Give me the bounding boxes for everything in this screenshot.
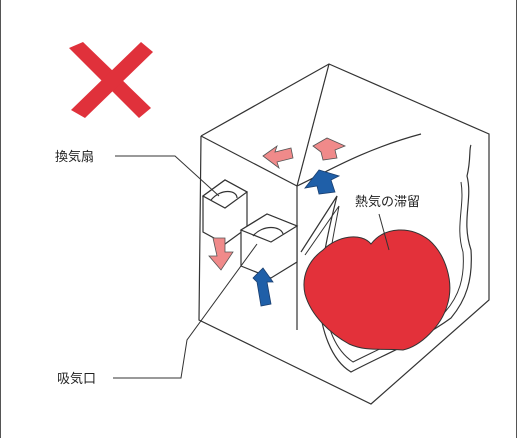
warm-arrow-icon	[208, 237, 234, 271]
room-box	[198, 63, 490, 405]
exhaust-fan-icon	[201, 179, 249, 245]
cool-arrow-icon	[252, 267, 274, 307]
air-inlet-icon	[239, 213, 299, 279]
cross-mark-icon	[69, 42, 153, 118]
cool-arrow-icon	[304, 169, 341, 195]
cool-air-arrows	[252, 169, 341, 307]
leader-lines	[113, 155, 390, 379]
warm-air-arrows	[208, 137, 347, 271]
warm-arrow-icon	[312, 137, 347, 161]
heat-blob	[303, 229, 451, 351]
fan-label: 換気扇	[55, 149, 94, 165]
heat-label: 熱気の滞留	[355, 194, 420, 210]
inlet-label: 吸気口	[57, 371, 96, 387]
warm-arrow-icon	[262, 144, 294, 170]
